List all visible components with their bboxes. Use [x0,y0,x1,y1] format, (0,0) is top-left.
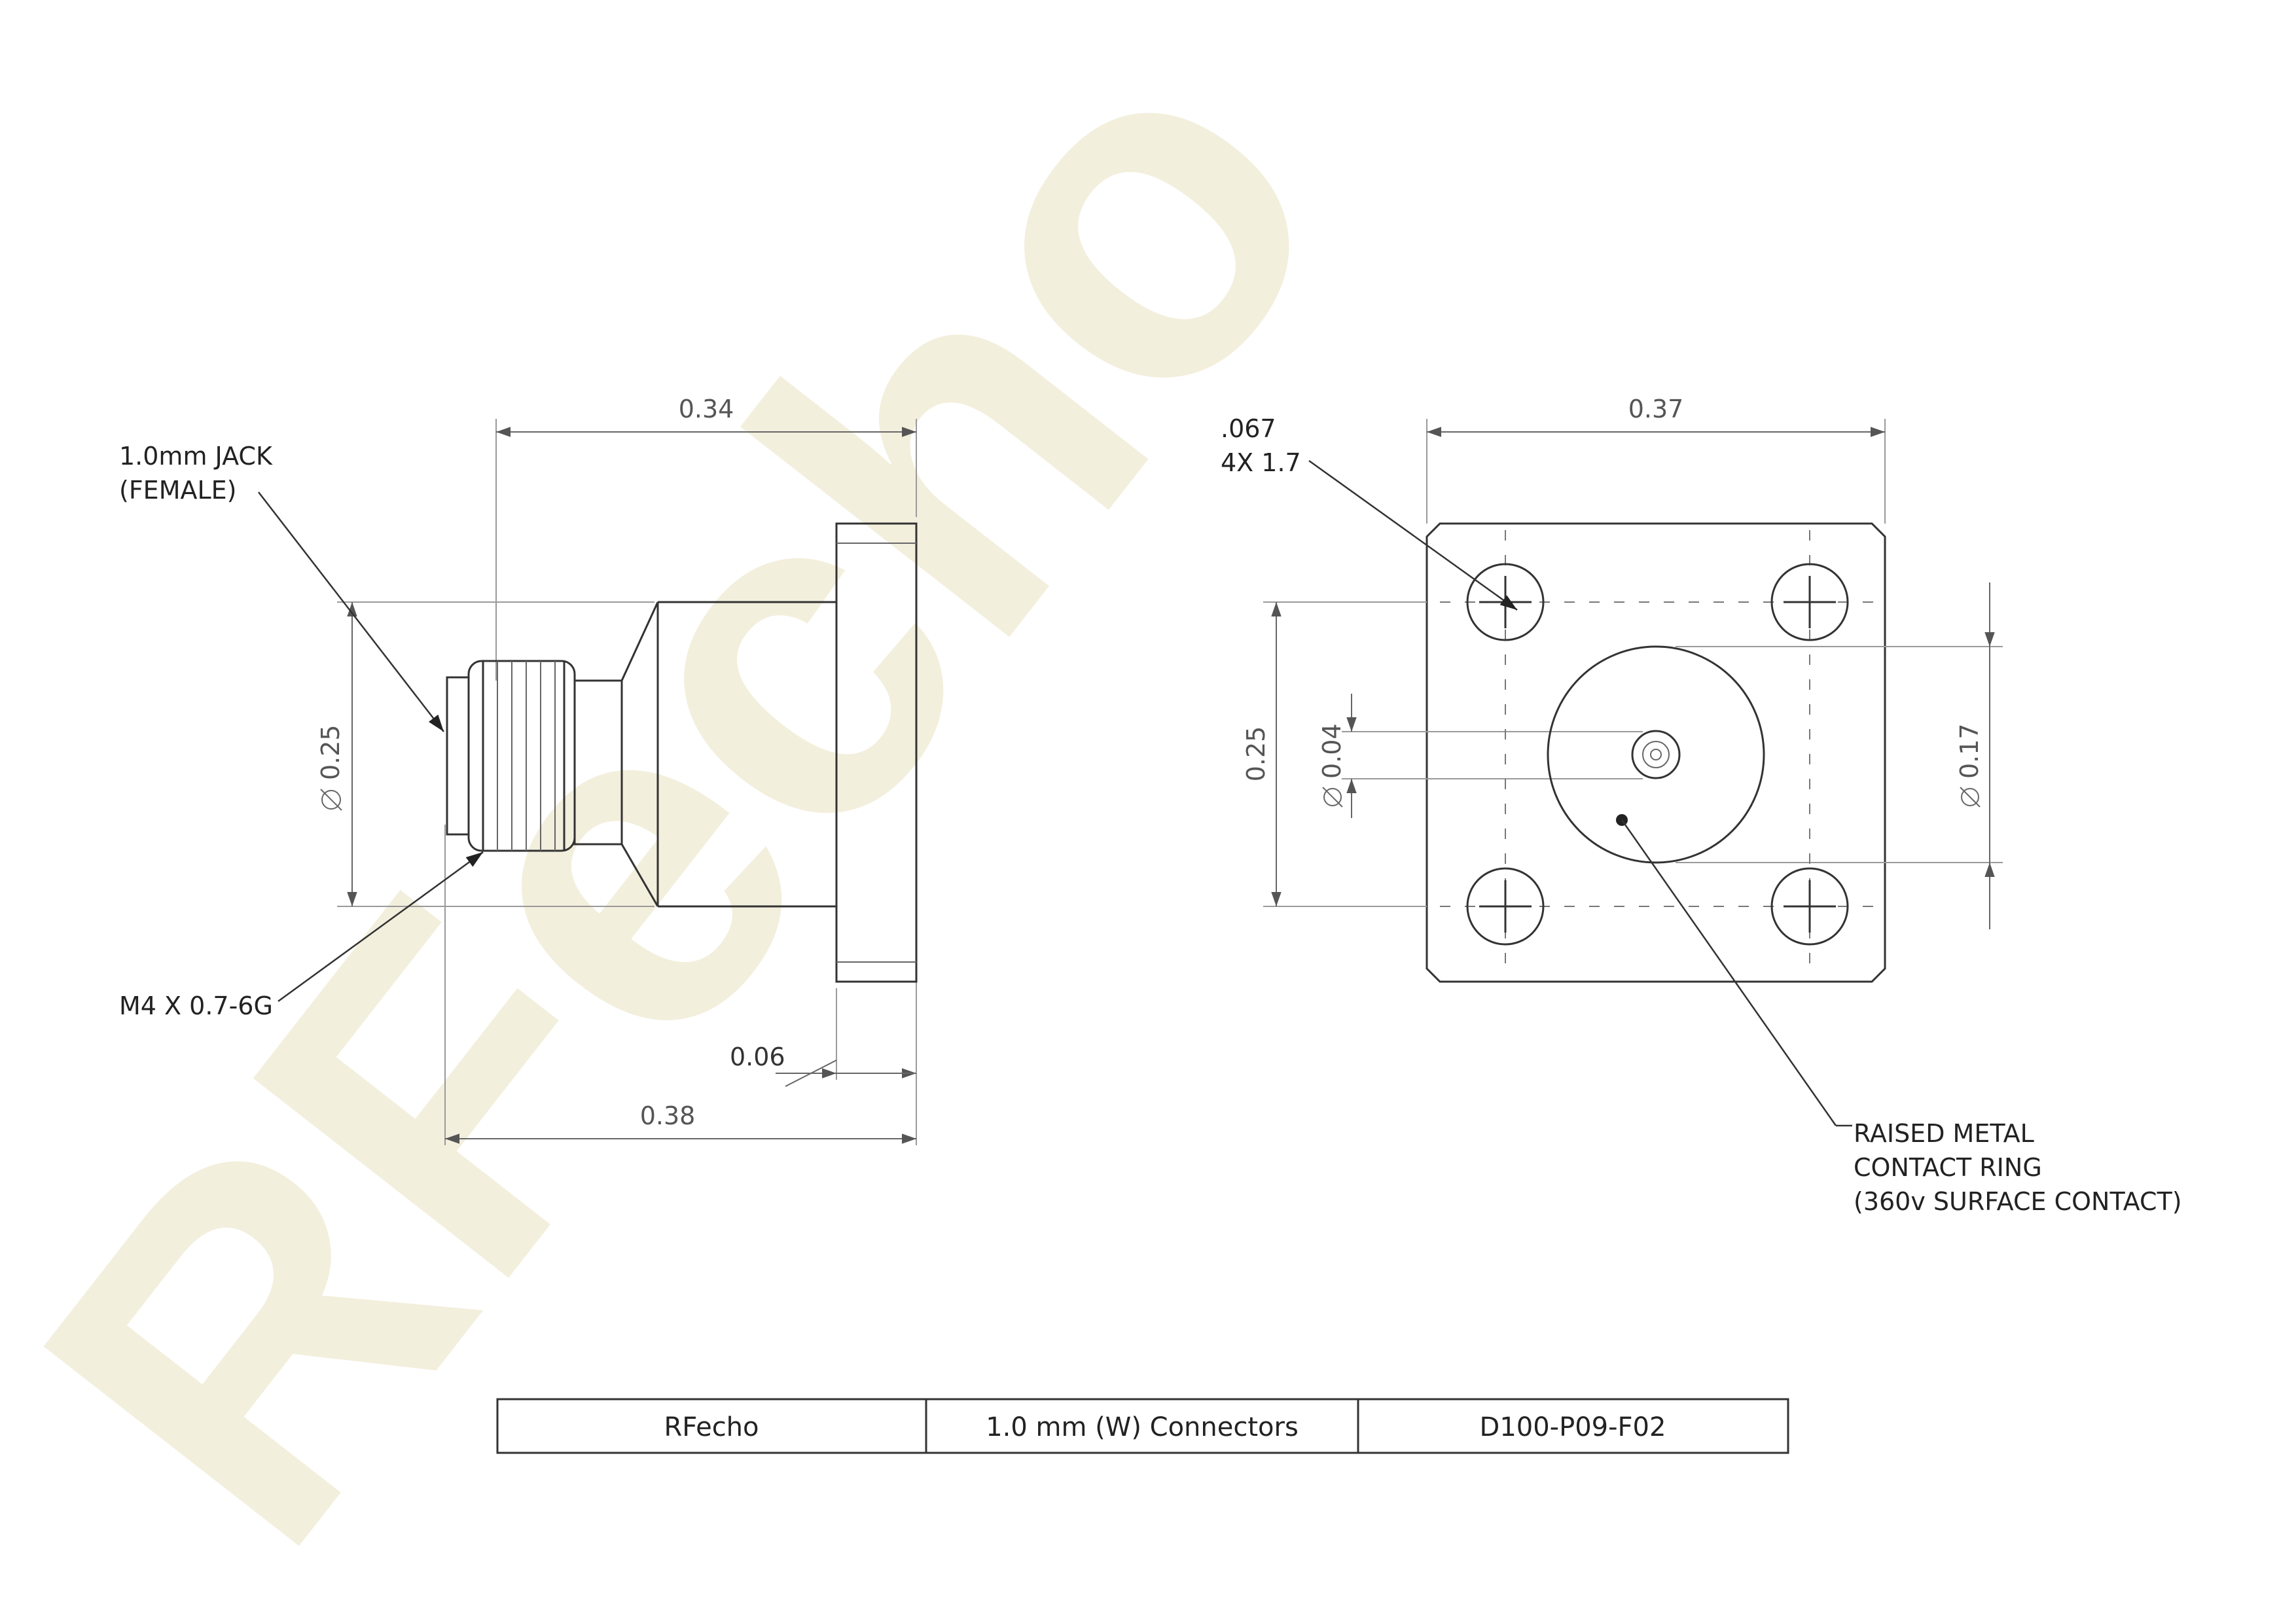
flange-face [1426,522,1886,983]
dim-bottom-length: 0.38 [640,1101,696,1130]
label-ring-line1: RAISED METAL [1854,1119,2034,1148]
label-jack-line2: (FEMALE) [119,476,236,505]
watermark-text: RFecho [0,0,1422,1623]
leader-holes [1308,459,1518,611]
mounting-hole-tr [1770,563,1849,641]
diameter-symbol-slash [1322,787,1343,808]
diameter-symbol-icon [1323,788,1342,806]
watermark: RFecho [0,0,1422,1623]
dim-flange-thickness: 0.06 [730,1043,785,1071]
diameter-symbol-icon [1961,788,1979,806]
mounting-hole-br [1770,867,1849,946]
title-block-company: RFecho [664,1412,759,1442]
diameter-symbol-slash [320,789,342,811]
label-ring-line2: CONTACT RING [1854,1153,2042,1182]
center-pin-outer [1631,730,1681,779]
label-jack-line1: 1.0mm JACK [119,442,273,471]
dim-ring-diameter: 0.17 [1955,723,1984,779]
flange [835,522,918,983]
label-ring-line3: (360v SURFACE CONTACT) [1854,1187,2182,1216]
dim-height-group: 0.25 [1242,726,1270,782]
taper-outline [620,601,659,681]
title-block: RFecho 1.0 mm (W) Connectors D100-P09-F0… [496,1398,1789,1454]
title-block-part-number: D100-P09-F02 [1480,1412,1666,1442]
dim-top-length: 0.34 [679,395,734,423]
taper-outline [620,844,659,907]
dim-ring-group: 0.17 [1955,723,1984,808]
front-view: 0.37 0.25 0.04 0.17 .067 4X 1.7 RAISE [1221,395,2182,1216]
diameter-symbol-slash [1960,787,1981,808]
dim-leader-flange [785,1060,837,1087]
leader-jack [258,491,444,732]
label-thread: M4 X 0.7-6G [119,991,273,1020]
dim-pin-diameter: 0.04 [1318,723,1346,779]
dim-diameter-group: 0.25 [316,724,345,811]
center-pin-inner [1650,749,1662,760]
diameter-symbol-icon [321,790,341,810]
title-block-frame [496,1398,1789,1454]
dim-height: 0.25 [1242,726,1270,782]
label-holes-line2: 4X 1.7 [1221,448,1301,477]
mounting-hole-bl [1466,867,1545,946]
label-holes-line1: .067 [1221,414,1276,443]
dim-diameter: 0.25 [316,724,345,780]
leader-ring [1621,819,1837,1126]
contact-ring [1547,645,1765,864]
title-block-description: 1.0 mm (W) Connectors [986,1412,1299,1442]
center-pin-mid [1642,741,1670,768]
side-view: 0.34 0.38 0.06 0.25 1.0mm JACK (FEMALE) … [119,395,918,1145]
dim-width: 0.37 [1628,395,1684,423]
threaded-jack [446,660,576,852]
dim-pin-group: 0.04 [1318,723,1346,808]
leader-thread [278,851,484,1003]
